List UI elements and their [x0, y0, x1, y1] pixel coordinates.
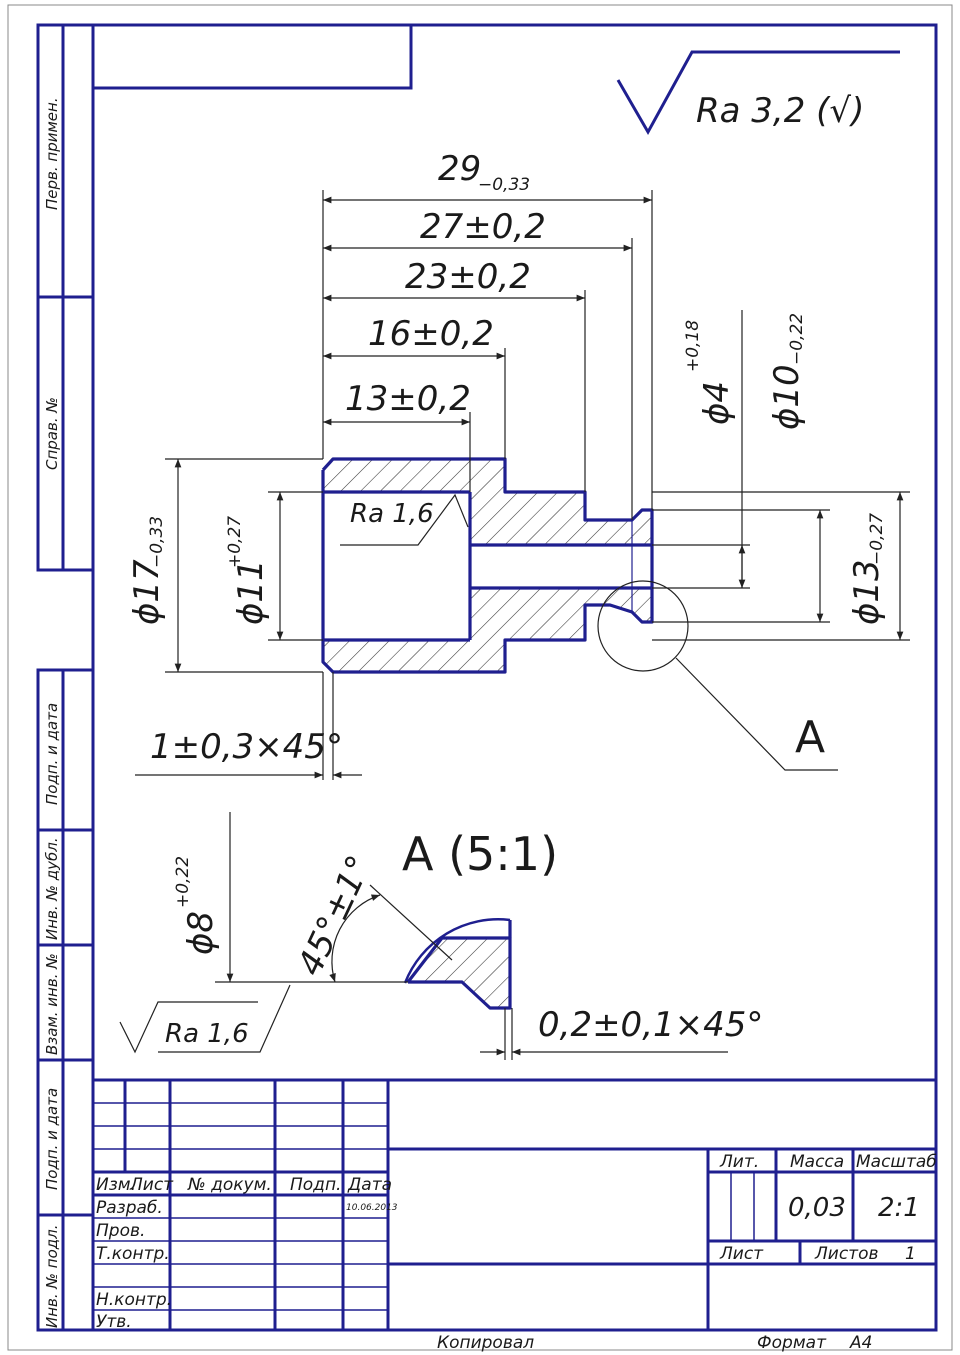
- tb-utv: Утв.: [96, 1312, 132, 1332]
- tb-massa-value: 0,03: [788, 1193, 846, 1223]
- tb-nkontr: Н.контр.: [96, 1290, 172, 1310]
- tb-date-value: 10.06.2013: [346, 1203, 398, 1213]
- stamp-inv-podl: Инв. № подл.: [43, 1225, 61, 1328]
- footer-kopiroval: Копировал: [437, 1333, 534, 1353]
- dia-8-label: ϕ8: [181, 911, 221, 955]
- dia-4-tolerance: +0,18: [683, 320, 703, 372]
- tb-lit: Лит.: [719, 1152, 759, 1172]
- dia-17-tolerance: −0,33: [147, 516, 167, 568]
- dim-27-label: 27±0,2: [420, 207, 546, 247]
- dia-13-tolerance: −0,27: [867, 513, 887, 565]
- footer-format: Формат: [757, 1333, 827, 1353]
- main-part-section: [321, 457, 654, 674]
- dia-17-label: ϕ17: [127, 559, 167, 625]
- stamp-perv-primen: Перв. примен.: [43, 97, 61, 210]
- detail-view: A (5:1) ϕ8 +0,22 45°±1° Ra 1,6 0,2±0,1×4…: [119, 812, 763, 1060]
- detail-chamfer-label: 0,2±0,1×45°: [538, 1005, 763, 1045]
- dia-10-label: ϕ10: [767, 364, 807, 430]
- roughness-general-label: Ra 3,2 (√): [696, 91, 864, 131]
- tb-data: Дата: [347, 1175, 392, 1195]
- left-diameter-dimensions: ϕ17 −0,33 ϕ11 +0,27: [127, 458, 323, 673]
- dim-29-label: 29: [438, 149, 481, 189]
- dia-13-label: ϕ13: [847, 559, 887, 625]
- detail-ref-label: A: [795, 712, 825, 763]
- footer-format-value: А4: [849, 1333, 872, 1353]
- tb-list: Лист: [129, 1175, 174, 1195]
- stamp-inv-dubl: Инв. № дубл.: [43, 837, 61, 940]
- main-chamfer-label: 1±0,3×45°: [150, 727, 343, 767]
- stamp-podp-data-2: Подп. и дата: [43, 1088, 61, 1190]
- tb-massa: Масса: [790, 1152, 844, 1172]
- right-diameter-dimensions: ϕ4 +0,18 ϕ10 −0,22 ϕ13 −0,27: [652, 310, 910, 641]
- tb-doc-no: № докум.: [187, 1175, 272, 1195]
- length-dimensions: 29 −0,33 27±0,2 23±0,2 16±0,2 13±0,2: [322, 149, 653, 520]
- tb-prov: Пров.: [96, 1221, 145, 1241]
- dia-10-tolerance: −0,22: [787, 313, 807, 365]
- tb-izm: Изм.: [96, 1175, 136, 1195]
- tb-masshtab: Масштаб: [856, 1152, 937, 1172]
- dia-11-label: ϕ11: [231, 559, 271, 625]
- tb-tkontr: Т.контр.: [96, 1244, 170, 1264]
- general-roughness: Ra 3,2 (√): [616, 50, 900, 136]
- tb-listov: Листов: [814, 1244, 879, 1264]
- dim-29-tolerance: −0,33: [478, 175, 530, 195]
- angle-label: 45°±1°: [290, 849, 380, 981]
- ra-inner-label: Ra 1,6: [350, 499, 434, 529]
- tb-podp: Подп.: [290, 1175, 341, 1195]
- detail-reference: A: [597, 580, 838, 771]
- sheet-frame: [7, 4, 953, 1351]
- dim-16-label: 16±0,2: [368, 314, 494, 354]
- dim-13-label: 13±0,2: [345, 379, 471, 419]
- side-stamps: Перв. примен. Справ. № Подп. и дата Инв.…: [43, 97, 61, 1328]
- tb-razrab: Разраб.: [96, 1198, 163, 1218]
- dim-23-label: 23±0,2: [405, 257, 531, 297]
- footer: Копировал Формат А4: [437, 1333, 872, 1353]
- tb-masshtab-value: 2:1: [878, 1193, 920, 1223]
- tb-listov-value: 1: [905, 1244, 916, 1264]
- stamp-vzam-inv: Взам. инв. №: [43, 953, 61, 1055]
- detail-ra-label: Ra 1,6: [165, 1019, 249, 1049]
- dia-4-label: ϕ4: [697, 381, 737, 425]
- inner-roughness: Ra 1,6: [340, 493, 469, 546]
- dia-8-tolerance: +0,22: [173, 856, 193, 908]
- stamp-sprav-no: Справ. №: [43, 397, 61, 470]
- main-chamfer-dimension: 1±0,3×45°: [135, 672, 362, 780]
- stamp-podp-data-1: Подп. и дата: [43, 703, 61, 805]
- detail-title: A (5:1): [402, 827, 558, 881]
- tb-list2: Лист: [719, 1244, 764, 1264]
- title-block: Изм. Лист № докум. Подп. Дата 10.06.2013…: [93, 1078, 937, 1332]
- dia-11-tolerance: +0,27: [225, 516, 245, 568]
